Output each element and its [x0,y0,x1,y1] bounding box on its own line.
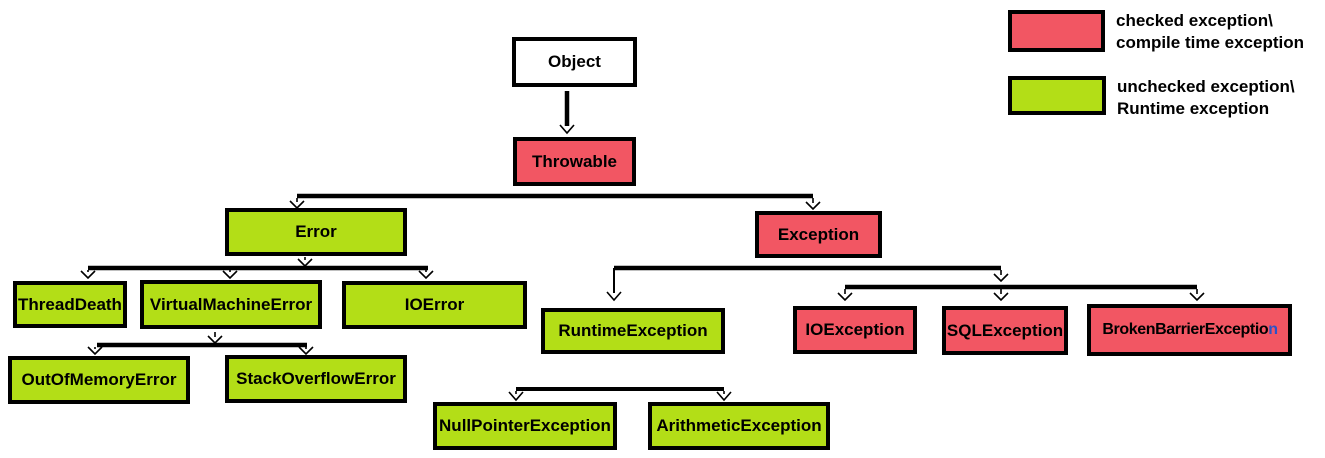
arrowhead-brokenbarrier [1189,292,1205,302]
legend-checked-line2: compile time exception [1116,33,1304,52]
node-object: Object [512,37,637,87]
arrowhead-sqlexception [993,292,1009,302]
legend-unchecked-swatch [1008,76,1106,115]
legend-unchecked-line2: Runtime exception [1117,99,1270,118]
node-runtimeexception: RuntimeException [541,308,725,354]
arrowhead-exception [805,201,821,211]
arrowhead-vme-split [207,335,223,345]
node-ioerror: IOError [342,281,527,329]
node-outofmemoryerror: OutOfMemoryError [8,356,190,404]
node-arithmeticexception: ArithmeticException [648,402,830,450]
arrowhead-oom [87,346,103,356]
node-nullpointerexception: NullPointerException [433,402,617,450]
legend-unchecked: unchecked exception\ Runtime exception [1008,76,1295,120]
node-stackoverflowerror: StackOverflowError [225,355,407,403]
node-throwable: Throwable [513,137,636,186]
arrowhead-ioexception [837,292,853,302]
node-ioexception: IOException [793,306,917,354]
arrowhead-error [289,200,305,210]
arrowhead-nullpointer [508,391,524,402]
arrowhead-vmerror [222,270,238,280]
arrowhead-threaddeath [80,270,96,280]
node-exception: Exception [755,211,882,258]
node-threaddeath: ThreadDeath [13,281,127,328]
node-label: BrokenBarrierExceptio [1102,321,1269,338]
node-label-suffix: n [1268,321,1278,338]
legend-checked: checked exception\ compile time exceptio… [1008,10,1304,54]
arrowhead-stackoverflow [298,346,314,356]
node-virtualmachineerror: VirtualMachineError [140,280,322,329]
node-error: Error [225,208,407,256]
arrowhead-error-split [297,258,313,268]
arrowhead-arithmetic [716,391,732,402]
legend-checked-swatch [1008,10,1105,52]
legend-checked-line1: checked exception\ [1116,11,1273,30]
legend-unchecked-line1: unchecked exception\ [1117,77,1295,96]
arrowhead-checked-branch [993,273,1009,283]
arrowhead-ioerror [418,270,434,280]
arrowhead-runtimeexception [606,291,622,302]
arrowhead-throwable [559,124,575,135]
node-sqlexception: SQLException [942,306,1068,355]
